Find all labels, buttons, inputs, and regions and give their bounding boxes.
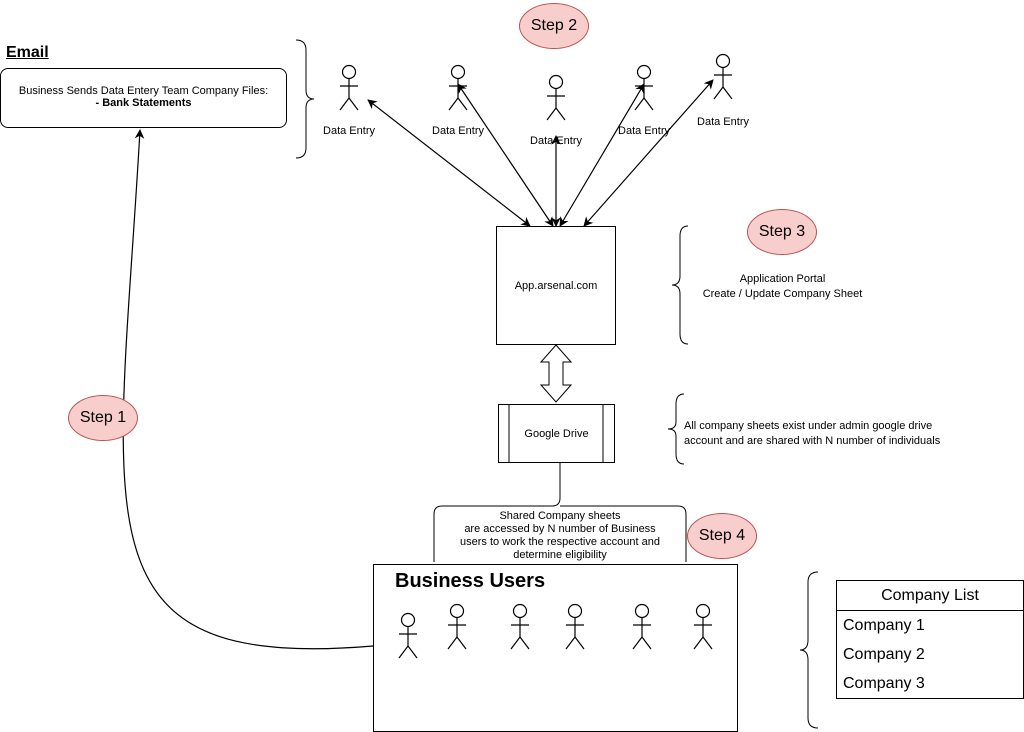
business-users-box: Business Users [373,564,738,732]
portal-note-line-1: Application Portal [739,273,826,285]
data-entry-label-5: Data Entry [697,116,749,128]
company-list-item-2: Company 2 [843,646,925,663]
company-list-header: Company List [837,581,1023,611]
step-1-badge: Step 1 [68,395,138,441]
connector-entry-1 [367,99,531,227]
google-drive-box: Google Drive [498,404,615,463]
company-list-item-3: Company 3 [843,675,925,692]
company-list-item-1: Company 1 [843,617,925,634]
shared-note-right-edge [560,505,687,562]
connector-entry-4 [559,83,645,227]
shared-note: Shared Company sheets are accessed by N … [434,510,686,562]
data-entry-brace [295,39,315,159]
shared-note-line-2: are accessed by N number of Business [464,523,656,535]
data-entry-label-2: Data Entry [432,125,484,137]
drive-note: All company sheets exist under admin goo… [684,419,940,449]
drive-note-line-2: account and are shared with N number of … [684,435,941,447]
step-3-badge: Step 3 [747,209,817,255]
portal-drive-double-arrow [539,344,573,403]
portal-brace [671,225,689,345]
company-list-brace [799,571,819,729]
app-portal-label: App.arsenal.com [514,279,598,292]
connector-entry-5 [583,79,714,227]
shared-note-line-3: users to work the respective account and [460,536,660,548]
portal-note-line-2: Create / Update Company Sheet [702,288,863,300]
email-line-2: - Bank Statements [95,97,192,109]
shared-note-line-4: determine eligibility [513,549,607,561]
step-4-badge: Step 4 [687,513,757,559]
data-entry-actor-1 [339,64,359,111]
data-entry-actor-4 [634,64,654,111]
data-entry-actor-3 [546,74,566,121]
data-entry-actor-5 [713,53,733,100]
data-entry-label-1: Data Entry [323,125,375,137]
email-line-1: Business Sends Data Entery Team Company … [18,85,269,97]
portal-note: Application Portal Create / Update Compa… [680,272,885,302]
google-drive-label: Google Drive [524,427,589,440]
business-users-title: Business Users [395,570,546,592]
data-entry-label-3: Data Entry [530,135,582,147]
drive-brace [667,393,685,465]
data-entry-label-4: Data Entry [618,125,670,137]
data-entry-actor-2 [448,64,468,111]
app-portal-box: App.arsenal.com [496,226,616,345]
step-2-badge: Step 2 [519,3,589,49]
step1-curved-arrow [122,129,374,650]
company-list-table: Company List Company 1 Company 2 Company… [836,580,1024,699]
shared-note-line-1: Shared Company sheets [499,510,621,522]
email-box: Business Sends Data Entery Team Company … [0,68,287,128]
drive-to-shared-connector [433,463,561,562]
connector-entry-2 [457,83,554,227]
drive-note-line-1: All company sheets exist under admin goo… [684,420,933,432]
email-heading: Email [6,44,49,61]
